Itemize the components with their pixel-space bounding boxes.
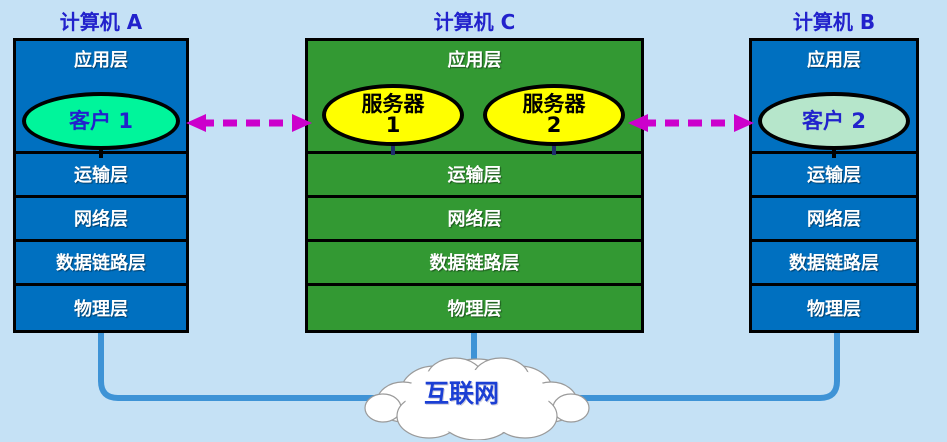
computer-c-title: 计算机 C [433, 10, 516, 34]
computer-c-layer-datalink[interactable]: 数据链路层 [308, 241, 641, 286]
arrowhead-right [292, 114, 312, 132]
computer-b-stack: 应用层 运输层 网络层 数据链路层 物理层 [749, 38, 919, 333]
layer-label: 应用层 [807, 50, 861, 71]
layer-label: 数据链路层 [56, 253, 146, 275]
server-2-number: 2 [546, 113, 562, 137]
computer-a-title: 计算机 A [59, 10, 143, 34]
layer-label: 物理层 [74, 298, 128, 320]
computer-b-layer-network[interactable]: 网络层 [752, 197, 916, 242]
computer-a-layer-transport[interactable]: 运输层 [16, 153, 186, 198]
layer-label: 运输层 [447, 165, 502, 187]
server-1-stem [391, 142, 395, 155]
computer-b-layer-datalink[interactable]: 数据链路层 [752, 241, 916, 286]
arrowhead-right [734, 114, 754, 132]
layer-label: 数据链路层 [789, 253, 879, 275]
computer-b-title: 计算机 B [792, 10, 876, 34]
server-2-stem [552, 142, 556, 155]
server-1-node[interactable]: 服务器 1 [322, 84, 464, 146]
layer-label: 网络层 [447, 209, 502, 231]
layer-label: 网络层 [807, 209, 861, 231]
connector-a-to-internet [98, 333, 392, 401]
computer-c-layer-transport[interactable]: 运输层 [308, 153, 641, 198]
client-1-label: 客户 1 [69, 108, 133, 133]
layer-label: 数据链路层 [429, 253, 520, 275]
computer-b-layer-transport[interactable]: 运输层 [752, 153, 916, 198]
connector-b-to-internet [560, 333, 840, 401]
client-2-node[interactable]: 客户 2 [758, 92, 910, 150]
computer-b-layer-physical[interactable]: 物理层 [752, 285, 916, 330]
server-1-label: 服务器 [361, 92, 425, 116]
client-2-label: 客户 2 [802, 108, 866, 133]
link-client1-server1 [186, 114, 312, 132]
computer-a-layer-datalink[interactable]: 数据链路层 [16, 241, 186, 286]
computer-c-stack: 应用层 运输层 网络层 数据链路层 物理层 [305, 38, 644, 333]
internet-label: 互联网 [424, 379, 500, 408]
computer-a-layer-physical[interactable]: 物理层 [16, 285, 186, 330]
internet-cloud [364, 357, 590, 440]
computer-c-layer-physical[interactable]: 物理层 [308, 285, 641, 330]
server-2-node[interactable]: 服务器 2 [483, 84, 625, 146]
server-2-label: 服务器 [522, 92, 586, 116]
layer-label: 物理层 [807, 298, 861, 320]
computer-a-layer-network[interactable]: 网络层 [16, 197, 186, 242]
layer-label: 应用层 [447, 50, 502, 71]
link-server2-client2 [628, 114, 754, 132]
layer-label: 运输层 [807, 165, 861, 187]
arrowhead-left [628, 114, 648, 132]
layer-label: 运输层 [74, 165, 128, 187]
layer-label: 应用层 [74, 50, 128, 71]
computer-c-layer-network[interactable]: 网络层 [308, 197, 641, 242]
server-1-number: 1 [385, 113, 401, 137]
computer-a-stack: 应用层 运输层 网络层 数据链路层 物理层 [13, 38, 189, 333]
arrowhead-left [186, 114, 206, 132]
layer-label: 网络层 [74, 209, 128, 231]
client-1-node[interactable]: 客户 1 [22, 92, 180, 150]
layer-label: 物理层 [447, 298, 502, 320]
